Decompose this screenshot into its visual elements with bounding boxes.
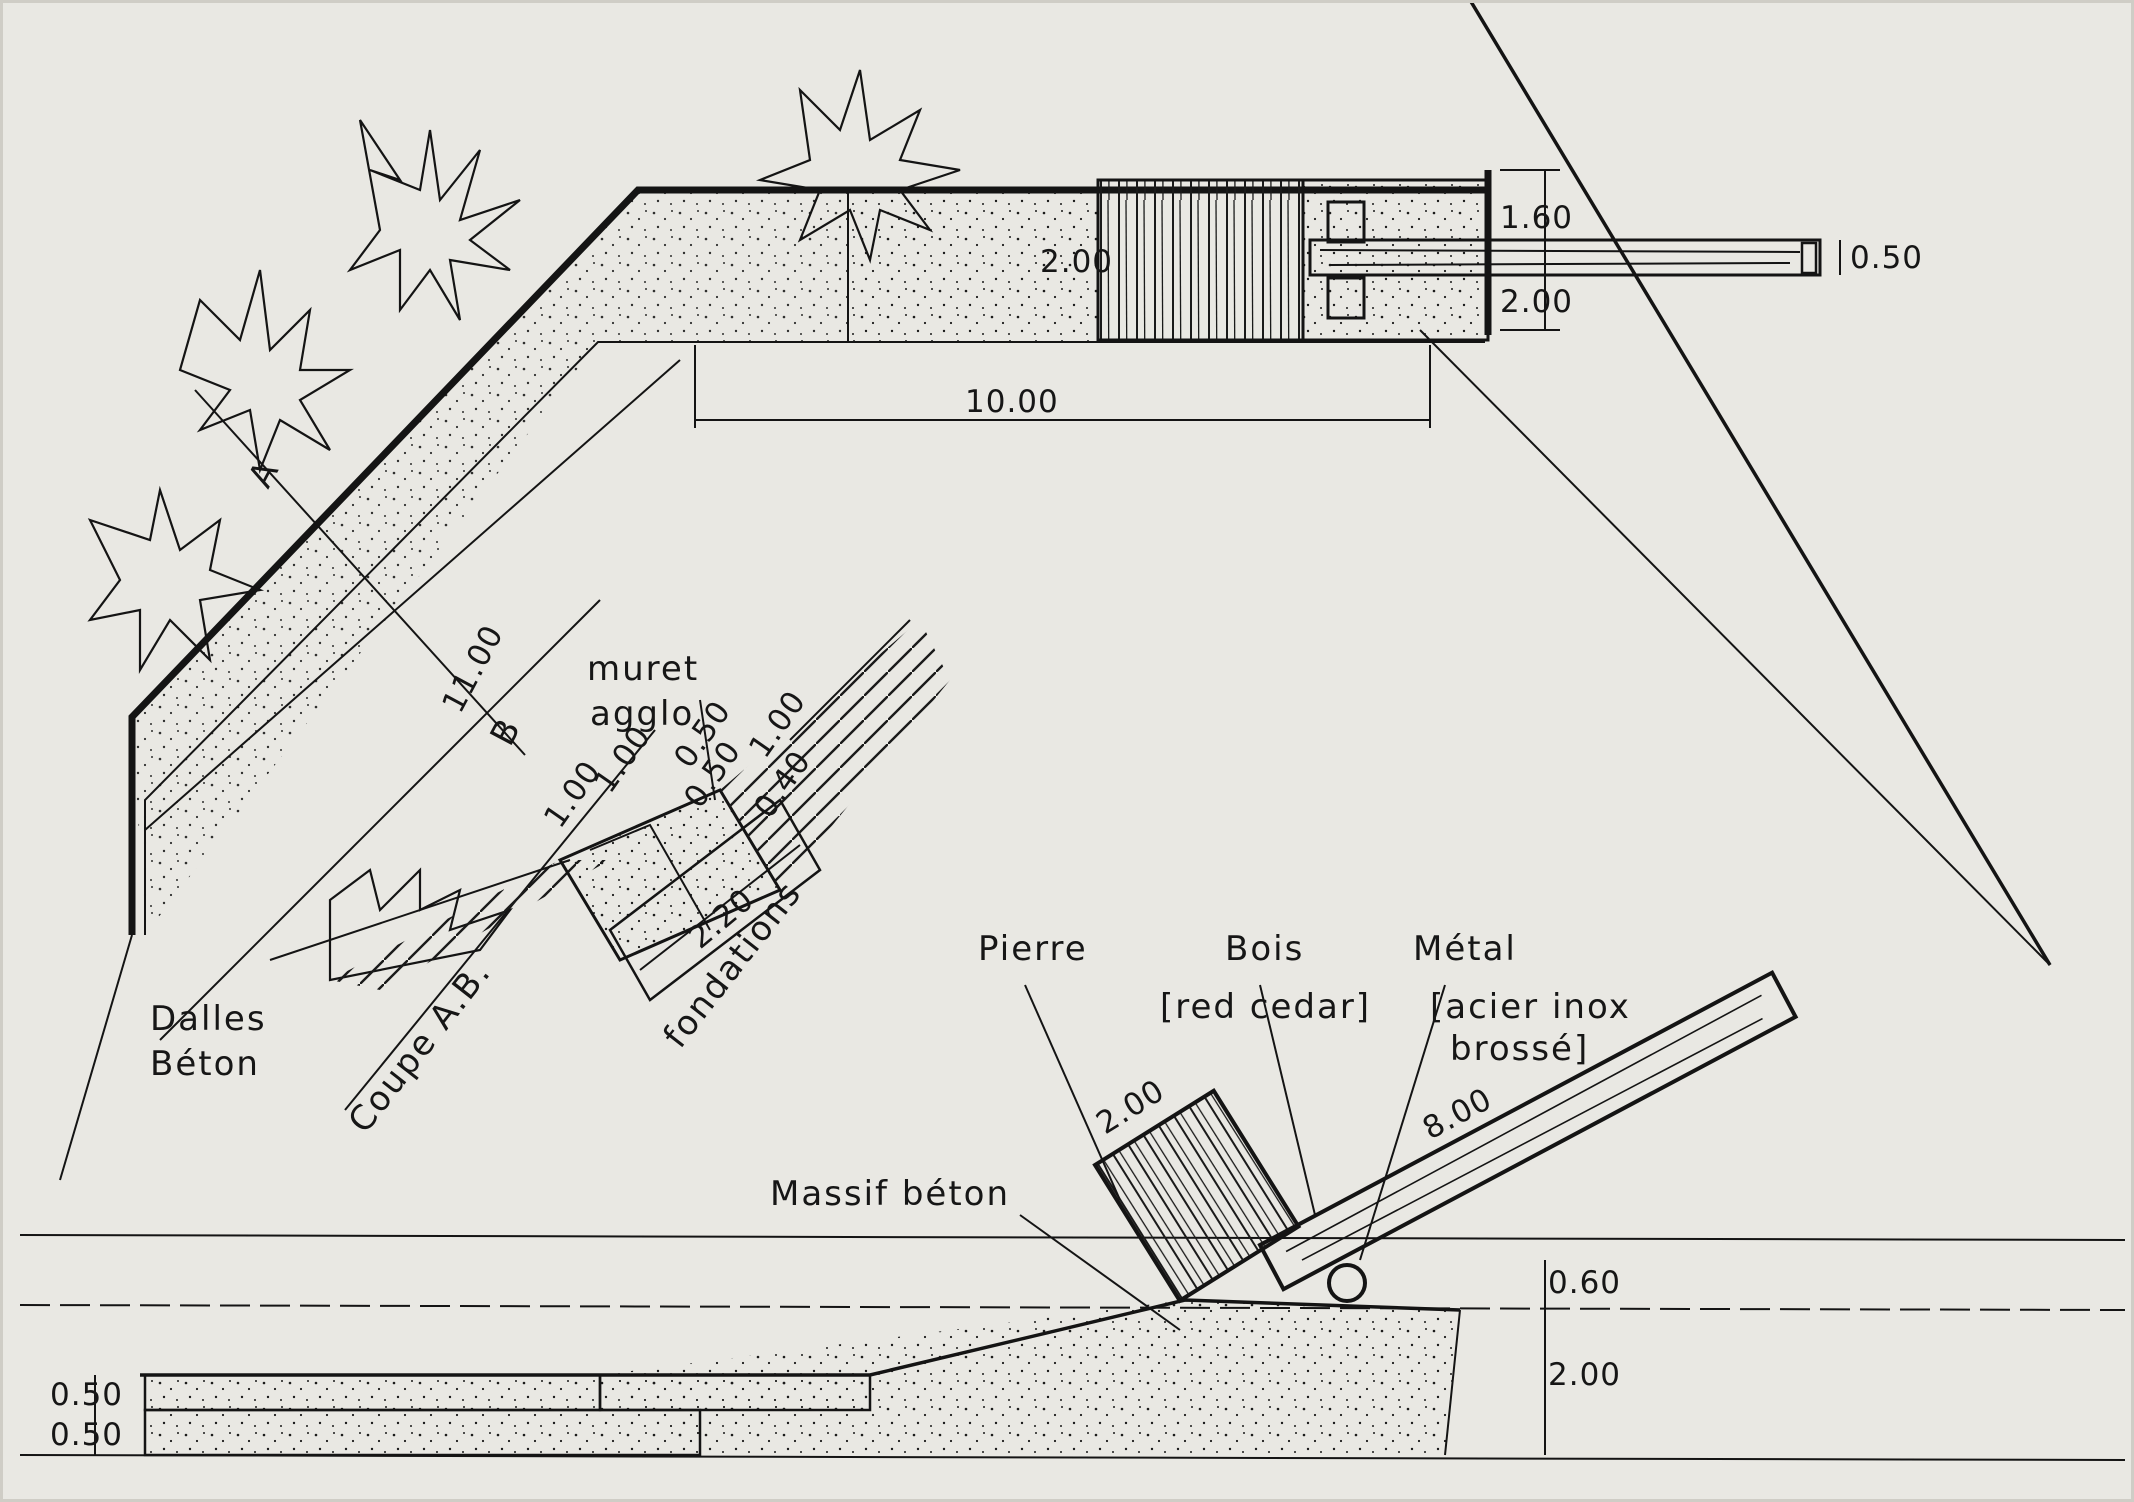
bois-label: Bois [1225, 929, 1304, 969]
plan-slope-inner [1419, 329, 2051, 966]
pierre-label: Pierre [978, 929, 1088, 969]
elevation-water-line [19, 1304, 2126, 1311]
pivot-beam [1257, 970, 1799, 1292]
slab-dim-a: 0.50 [50, 1377, 123, 1413]
plan-upper-dim: 1.60 [1500, 200, 1573, 236]
plan-path-extension [59, 934, 133, 1181]
slab-upper [143, 1373, 602, 1412]
plan-view: 2.00 1.60 2.00 0.50 10.00 11.00 A B [59, 0, 2052, 1181]
foundation-inner [639, 844, 801, 971]
elevation-ground-top [19, 1234, 2126, 1241]
concrete-base-side [1444, 1309, 1461, 1456]
leader-dalles [159, 599, 601, 1041]
plan-length-dim: 10.00 [965, 384, 1059, 420]
pivot-axle-icon [1327, 1263, 1367, 1303]
metal-label: Métal [1413, 929, 1517, 969]
plan-beam-grain-1 [1319, 249, 1801, 253]
pivot-height-dim: 0.60 [1548, 1265, 1621, 1301]
plan-stone-fill [848, 190, 1098, 342]
plan-width-dim: 2.00 [1040, 244, 1113, 280]
section-ground-hatch [330, 860, 610, 990]
elevation-view: 0.50 0.50 Pierre Bois [red cedar] Métal … [19, 929, 2126, 1461]
concrete-base-fill [600, 1300, 1460, 1455]
foundation-outline [608, 798, 822, 1002]
plan-beam-dim: 0.50 [1850, 240, 1923, 276]
section-line-ab [194, 389, 526, 756]
stone-block [1092, 1088, 1302, 1304]
plan-beam [1308, 238, 1822, 277]
section-step-edge [789, 619, 911, 741]
brosse-label: brossé] [1450, 1029, 1589, 1069]
red-cedar-label: [red cedar] [1160, 987, 1371, 1027]
section-ground-line [269, 859, 571, 961]
shrub-4 [87, 485, 265, 674]
section-wall-joint [589, 823, 711, 931]
acier-inox-label: [acier inox [1430, 987, 1631, 1027]
shrub-3 [178, 269, 354, 475]
slab-lower [143, 1408, 702, 1457]
plan-pivot-lower [1326, 276, 1366, 320]
wall-dim-line [699, 699, 716, 801]
shrub-1 [346, 119, 521, 321]
beton-label: Béton [150, 1044, 260, 1084]
plan-path-fill [132, 190, 848, 935]
plan-stone-end [1301, 178, 1490, 342]
slab-upper-right [598, 1373, 872, 1412]
dalles-label: Dalles [150, 999, 267, 1039]
leader-pierre [1024, 984, 1121, 1201]
section-steps-hatch [720, 620, 950, 890]
plan-beam-end [1800, 241, 1818, 275]
massif-beton-label: Massif béton [770, 1174, 1010, 1214]
muret-label: muret [587, 649, 699, 689]
plan-lower-dim: 2.00 [1500, 284, 1573, 320]
stone-block-body [1092, 1088, 1302, 1304]
plan-pivot-upper [1326, 200, 1366, 244]
plan-beam-grain-2 [1329, 262, 1791, 266]
shrub-2 [755, 69, 961, 264]
slab-dim-b: 0.50 [50, 1417, 123, 1453]
plan-wood-block [1096, 178, 1305, 342]
leader-massif [1019, 1214, 1181, 1331]
leader-metal [1359, 984, 1446, 1261]
plan-slope-outer [1468, 0, 2052, 966]
agglo-label: agglo [590, 694, 694, 734]
beam-length-dim: 8.00 [1417, 1081, 1498, 1147]
leader-bois [1259, 984, 1316, 1216]
plan-path-mid-line [144, 359, 681, 831]
pivot-beam-body [1257, 970, 1799, 1292]
base-height-dim: 2.00 [1548, 1357, 1621, 1393]
